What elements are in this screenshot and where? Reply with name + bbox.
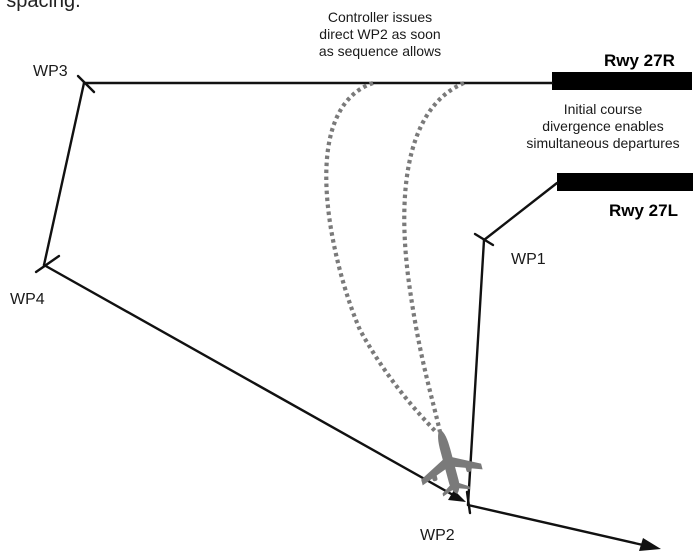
route-wp1-to-wp2 <box>466 238 486 507</box>
wp1-label: WP1 <box>511 251 546 268</box>
aircraft-icon <box>421 429 483 497</box>
wp4-to-wp2-arrowhead <box>448 490 466 502</box>
controller-note-line-3: as sequence allows <box>318 43 442 59</box>
wp2-tick <box>465 490 472 515</box>
controller-note-line-2: direct WP2 as soon <box>319 26 441 42</box>
divergence-note-line-2: divergence enables <box>542 118 664 134</box>
runway-27r-label: Rwy 27R <box>604 51 675 70</box>
route-27l-to-wp1 <box>482 181 559 242</box>
wp4-label: WP4 <box>10 291 45 308</box>
header-fragment: r spacing. <box>0 0 81 12</box>
wp4-tick <box>34 254 61 274</box>
wp3-label: WP3 <box>33 63 68 80</box>
runway-27l <box>557 173 693 191</box>
direct-path-right <box>402 81 465 433</box>
direct-path-left <box>324 81 438 434</box>
wp3-tick <box>76 74 96 94</box>
divergence-note-line-1: Initial course <box>563 101 643 117</box>
route-wp2-exit <box>466 503 645 547</box>
divergence-annotation: Initial course divergence enables simult… <box>518 101 688 152</box>
wp2-label: WP2 <box>420 527 455 544</box>
controller-note-line-1: Controller issues <box>327 9 433 25</box>
exit-arrowhead <box>639 538 661 551</box>
runway-27r <box>552 72 692 90</box>
divergence-note-line-3: simultaneous departures <box>526 135 680 151</box>
wp1-tick <box>473 232 495 247</box>
route-wp3-to-wp4 <box>42 81 86 267</box>
controller-annotation: Controller issues direct WP2 as soon as … <box>280 9 480 60</box>
route-wp4-to-wp2 <box>42 263 464 502</box>
runway-27l-label: Rwy 27L <box>609 201 678 220</box>
